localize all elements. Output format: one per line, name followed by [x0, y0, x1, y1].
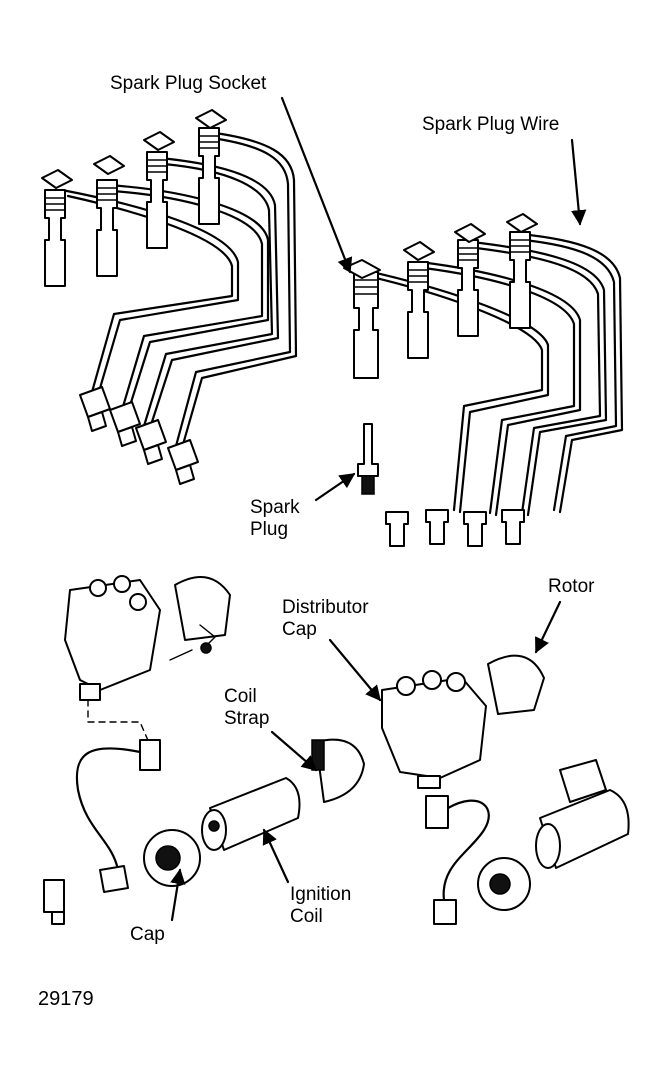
- rotor-arrow: [534, 600, 562, 654]
- left-wire-set: [41, 109, 298, 485]
- distributor-cap-label-line2: Cap: [282, 619, 317, 640]
- spark-plug: [357, 423, 379, 495]
- spark-plug-socket: [343, 259, 381, 379]
- spark-plug-label-line2: Plug: [250, 519, 289, 540]
- right-wire-set: [370, 213, 624, 547]
- ignition-coil-label-line2: Coil: [290, 906, 323, 927]
- cap-label: Cap: [130, 924, 165, 945]
- ignition-coil-arrow: [262, 828, 290, 884]
- ignition-coil-label-line1: Ignition: [290, 884, 352, 905]
- rotor-label: Rotor: [548, 576, 595, 597]
- distributor-cap-arrow: [328, 638, 382, 702]
- coil-strap-label-line2: Strap: [224, 708, 270, 729]
- distributor-cap-label-line1: Distributor: [282, 597, 369, 618]
- distributor-assembly-left: [43, 575, 365, 925]
- spark-plug-wire-label: Spark Plug Wire: [422, 114, 560, 135]
- spark-plug-arrow: [314, 472, 356, 502]
- distributor-assembly-right: [381, 654, 630, 925]
- cap-arrow: [170, 868, 186, 922]
- spark-plug-label-line1: Spark: [250, 497, 300, 518]
- figure-number: 29179: [38, 988, 94, 1010]
- spark-plug-wire-arrow: [570, 138, 587, 226]
- spark-plug-socket-arrow: [280, 96, 353, 274]
- coil-strap-label-line1: Coil: [224, 686, 257, 707]
- spark-plug-socket-label: Spark Plug Socket: [110, 73, 267, 94]
- coil-strap-arrow: [270, 730, 318, 772]
- leader-arrows: [170, 96, 587, 922]
